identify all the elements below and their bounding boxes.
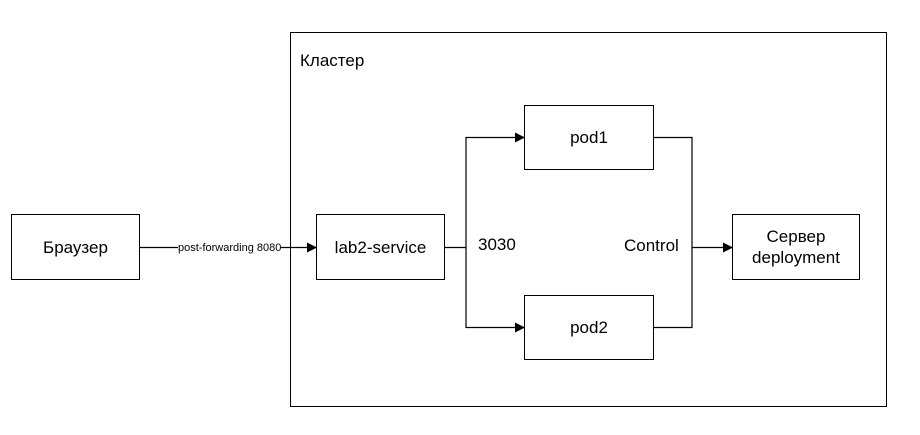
pod2-node: pod2: [524, 295, 654, 360]
service-port-label: 3030: [478, 235, 516, 254]
server-node-label: Сервер deployment: [752, 227, 840, 267]
control-label: Control: [624, 235, 679, 256]
cluster-boundary: Кластер: [290, 32, 887, 407]
service-node-label: lab2-service: [334, 237, 427, 257]
browser-node: Браузер: [11, 214, 140, 280]
browser-node-label: Браузер: [43, 237, 108, 257]
edge-service-to-pod1: [445, 132, 525, 249]
pod2-node-label: pod2: [570, 318, 608, 337]
pod1-node: pod1: [524, 105, 654, 170]
edge-service-to-pod2: [465, 247, 525, 333]
pod1-node-label: pod1: [570, 128, 608, 147]
edge-pod2-to-server: [654, 247, 693, 329]
cluster-title: Кластер: [300, 51, 365, 70]
service-node: lab2-service: [316, 214, 445, 280]
edge-pod1-to-server: [654, 136, 733, 253]
port-forwarding-label: post-forwarding 8080: [178, 242, 282, 255]
server-node: Сервер deployment: [732, 214, 860, 280]
